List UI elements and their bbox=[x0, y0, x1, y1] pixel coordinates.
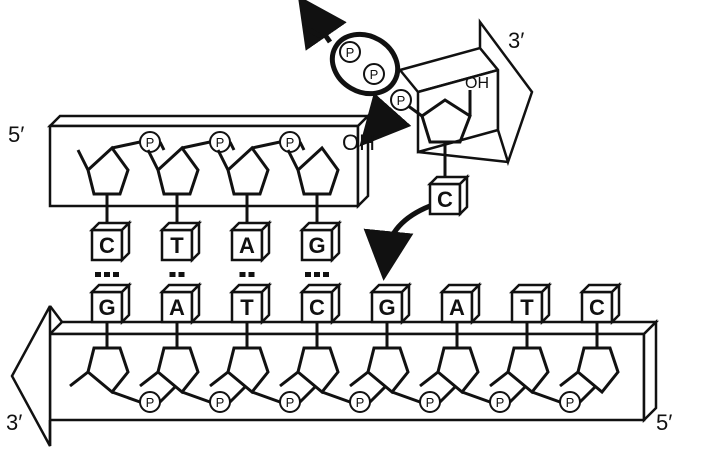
hbond-1 bbox=[169, 272, 185, 277]
primer-phosphate-2: P bbox=[279, 131, 301, 153]
template-base-7: C bbox=[578, 281, 623, 326]
template-sugar-3 bbox=[279, 322, 388, 404]
template-base-7-letter: C bbox=[589, 295, 605, 320]
hbond-2 bbox=[239, 272, 255, 277]
template-phosphate-5: P bbox=[489, 391, 511, 413]
primer-phosphate-1: P bbox=[209, 131, 231, 153]
alpha-phosphate-letter: P bbox=[397, 93, 406, 108]
primer-base-2-letter: A bbox=[239, 233, 255, 258]
template-phosphate-5-letter: P bbox=[496, 395, 505, 410]
template-sugar-0 bbox=[69, 322, 178, 404]
primer-base-3: G bbox=[298, 219, 343, 264]
pyrophosphate-group: P P bbox=[297, 0, 401, 97]
primer-base-1: T bbox=[158, 219, 203, 264]
incoming-three-prime-label: 3′ bbox=[508, 28, 524, 53]
hbond-3 bbox=[305, 272, 329, 277]
incoming-oh-label: OH bbox=[465, 75, 489, 92]
template-phosphate-6-letter: P bbox=[566, 395, 575, 410]
incoming-base-letter: C bbox=[437, 187, 453, 212]
template-phosphate-6: P bbox=[559, 391, 581, 413]
pyrophosphate-p2: P bbox=[370, 67, 379, 82]
template-phosphate-4-letter: P bbox=[426, 395, 435, 410]
hbond-0 bbox=[95, 272, 119, 277]
template-phosphate-1: P bbox=[209, 391, 231, 413]
template-phosphate-2-letter: P bbox=[286, 395, 295, 410]
template-base-4: G bbox=[368, 281, 413, 326]
primer-base-3-letter: G bbox=[308, 233, 325, 258]
template-base-3-letter: C bbox=[309, 295, 325, 320]
template-phosphate-0: P bbox=[139, 391, 161, 413]
template-sugar-5 bbox=[419, 322, 528, 404]
template-base-0-letter: G bbox=[98, 295, 115, 320]
template-sugar-4 bbox=[349, 322, 458, 404]
template-base-2: T bbox=[228, 281, 273, 326]
incoming-base-box: C bbox=[426, 173, 471, 218]
template-base-1-letter: A bbox=[169, 295, 185, 320]
template-phosphate-2: P bbox=[279, 391, 301, 413]
primer-base-0: C bbox=[88, 219, 133, 264]
alpha-phosphate: P bbox=[390, 89, 412, 111]
primer-sugar-3 bbox=[286, 145, 340, 222]
template-phosphate-3: P bbox=[349, 391, 371, 413]
template-sugar-7 bbox=[559, 322, 620, 395]
primer-oh-label: OH bbox=[342, 130, 375, 155]
primer-base-2: A bbox=[228, 219, 273, 264]
template-base-3: C bbox=[298, 281, 343, 326]
template-base-5-letter: A bbox=[449, 295, 465, 320]
primer-base-1-letter: T bbox=[170, 233, 184, 258]
template-sugar-6 bbox=[489, 322, 598, 404]
template-base-6-letter: T bbox=[520, 295, 534, 320]
incoming-nucleotide-arrow bbox=[397, 18, 534, 167]
template-base-6: T bbox=[508, 281, 553, 326]
primer-five-prime-label: 5′ bbox=[8, 122, 24, 147]
base-pairing-arrow bbox=[363, 203, 431, 281]
primer-phosphate-0-letter: P bbox=[146, 135, 155, 150]
template-phosphate-0-letter: P bbox=[146, 395, 155, 410]
primer-base-0-letter: C bbox=[99, 233, 115, 258]
template-base-0: G bbox=[88, 281, 133, 326]
primer-phosphate-2-letter: P bbox=[286, 135, 295, 150]
template-base-4-letter: G bbox=[378, 295, 395, 320]
template-base-2-letter: T bbox=[240, 295, 254, 320]
pyrophosphate-p1: P bbox=[346, 45, 355, 60]
template-sugar-2 bbox=[209, 322, 318, 404]
template-five-prime-label: 5′ bbox=[656, 410, 672, 435]
template-three-prime-label: 3′ bbox=[6, 410, 22, 435]
template-phosphate-4: P bbox=[419, 391, 441, 413]
template-phosphate-1-letter: P bbox=[216, 395, 225, 410]
template-base-1: A bbox=[158, 281, 203, 326]
primer-phosphate-1-letter: P bbox=[216, 135, 225, 150]
hydrogen-bond-marks bbox=[95, 272, 329, 277]
nucleophilic-attack-arrow bbox=[359, 92, 412, 147]
template-base-5: A bbox=[438, 281, 483, 326]
primer-phosphate-0: P bbox=[139, 131, 161, 153]
template-phosphate-3-letter: P bbox=[356, 395, 365, 410]
template-sugar-1 bbox=[139, 322, 248, 404]
